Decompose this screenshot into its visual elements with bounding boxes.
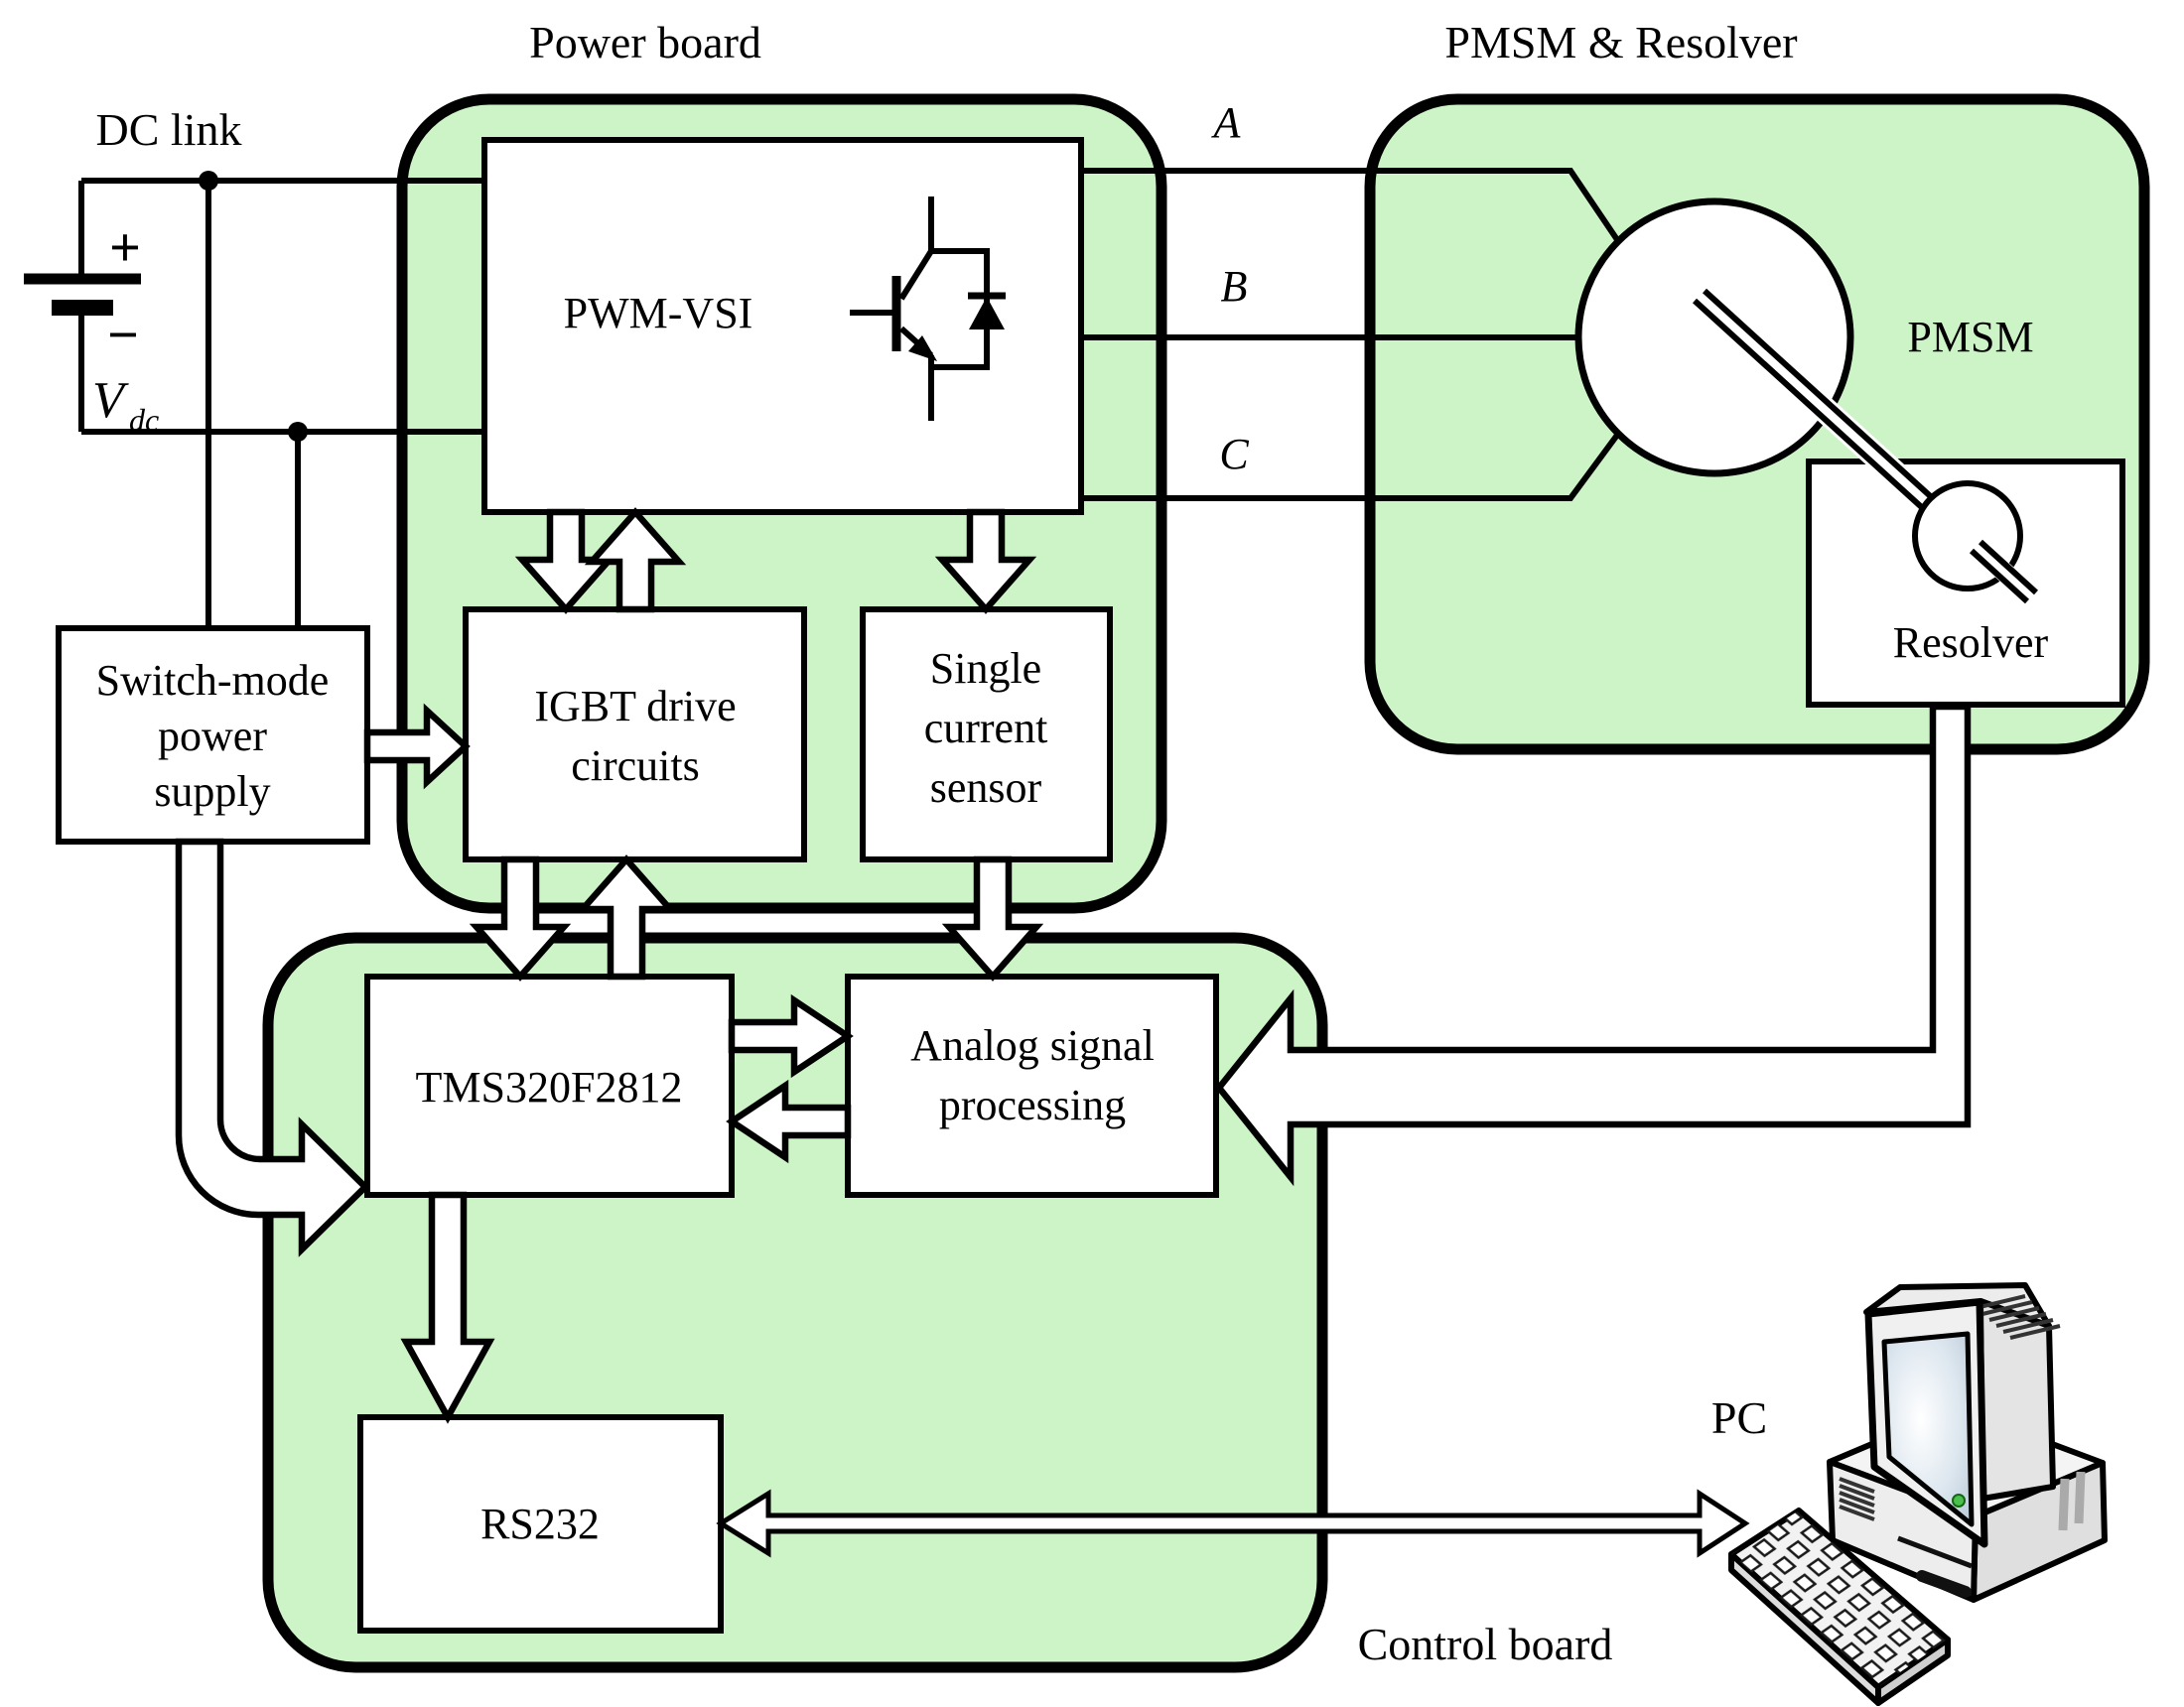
current-sensor-label-line1: Single bbox=[930, 644, 1041, 693]
igbt-with-antiparallel-diode-icon bbox=[850, 197, 1006, 421]
arrow-sensor-to-analog-down bbox=[941, 855, 1044, 982]
white-blocks bbox=[56, 137, 2125, 1634]
arrow-resolver-to-analog-channel bbox=[1214, 703, 1972, 1187]
igbt-emitter-arrowhead bbox=[908, 335, 937, 361]
vdc-label: V bbox=[92, 372, 129, 429]
dc-link-circuit bbox=[24, 178, 486, 628]
pmsm-stator-circle-icon bbox=[1574, 197, 1854, 477]
shaft-lower-line bbox=[1692, 298, 1940, 524]
stub-lower-line bbox=[1969, 548, 2030, 604]
analog-label-line2: processing bbox=[939, 1081, 1126, 1129]
arrow-rs232-pc-bidirectional bbox=[716, 1489, 1750, 1558]
pmsm-label: PMSM bbox=[1907, 313, 2033, 361]
battery-plus-label: + bbox=[109, 217, 141, 279]
arrow-smps-to-igbt-right bbox=[363, 703, 471, 790]
pc-floppy-slot bbox=[1897, 1535, 1973, 1569]
igbt-collector-diagonal bbox=[898, 249, 934, 301]
analog-label-line1: Analog signal bbox=[910, 1021, 1155, 1070]
stub-white-core bbox=[1969, 538, 2038, 604]
pc-cd-slot bbox=[1916, 1570, 1972, 1598]
pc-crt-vents bbox=[1975, 1294, 2061, 1340]
desktop-pc-icon bbox=[1728, 1282, 2108, 1706]
arrow-smps-to-dsp-bent bbox=[175, 838, 370, 1257]
smps-label-line2: power bbox=[158, 712, 267, 760]
dsp-box bbox=[364, 974, 735, 1198]
phase-c-label: C bbox=[1219, 430, 1249, 478]
arrow-dsp-to-rs232-down bbox=[400, 1191, 495, 1424]
analog-box bbox=[845, 974, 1219, 1198]
pc-keyboard-keys bbox=[1731, 1510, 1948, 1687]
igbt-drive-label-line1: IGBT drive bbox=[534, 682, 736, 730]
arrow-dsp-to-analog-right bbox=[728, 993, 854, 1079]
shaft-upper-line bbox=[1702, 288, 1950, 514]
arrow-pwm-to-sensor-down bbox=[934, 508, 1037, 614]
resolver-label: Resolver bbox=[1893, 618, 2049, 667]
phase-a-label: A bbox=[1211, 98, 1242, 147]
arrow-dsp-to-igbt-up bbox=[575, 854, 678, 981]
pc-monitor-screen bbox=[1881, 1331, 1975, 1527]
junction-dot-positive bbox=[199, 171, 218, 191]
smps-label-line3: supply bbox=[154, 767, 270, 816]
pwm-vsi-label: PWM-VSI bbox=[564, 289, 753, 337]
dsp-label: TMS320F2812 bbox=[416, 1063, 683, 1112]
phase-a-line bbox=[1081, 168, 1621, 243]
arrow-analog-to-dsp-left bbox=[726, 1079, 852, 1164]
pc-case-vent-bar-1 bbox=[2058, 1478, 2070, 1531]
rs232-label: RS232 bbox=[480, 1500, 600, 1548]
junction-dot-negative bbox=[288, 422, 308, 442]
arrow-pwm-to-igbt-down bbox=[514, 508, 617, 614]
pc-case-front-vents bbox=[1839, 1477, 1875, 1521]
dc-link-label: DC link bbox=[96, 104, 242, 155]
phase-b-label: B bbox=[1221, 262, 1248, 311]
phase-lines bbox=[1081, 168, 1621, 501]
stub-upper-line bbox=[1978, 539, 2039, 595]
phase-c-line bbox=[1081, 432, 1621, 501]
igbt-drive-box bbox=[463, 606, 807, 862]
igbt-drive-label-line2: circuits bbox=[571, 741, 700, 790]
control-board-label: Control board bbox=[1358, 1619, 1613, 1669]
vdc-subscript: dc bbox=[129, 402, 159, 438]
pc-power-led bbox=[1952, 1494, 1966, 1508]
battery-minus-label: − bbox=[107, 305, 139, 366]
smps-label-line1: Switch-mode bbox=[96, 656, 330, 705]
motor-shaft bbox=[1691, 286, 1951, 526]
pmsm-resolver-label: PMSM & Resolver bbox=[1444, 17, 1797, 67]
diode-triangle bbox=[969, 297, 1005, 329]
block-arrows bbox=[175, 507, 1972, 1558]
pc-label: PC bbox=[1711, 1392, 1767, 1443]
current-sensor-label-line3: sensor bbox=[930, 763, 1042, 812]
current-sensor-label-line2: current bbox=[924, 704, 1048, 752]
arrow-igbt-to-pwm-up bbox=[584, 507, 687, 613]
pc-case-vent-bar-2 bbox=[2074, 1471, 2086, 1524]
resolver-shaft-stub bbox=[1969, 538, 2039, 604]
arrow-igbt-to-dsp-down bbox=[469, 855, 572, 982]
power-board-label: Power board bbox=[529, 17, 761, 67]
shaft-white-core bbox=[1691, 286, 1951, 526]
current-sensor-box bbox=[860, 606, 1113, 862]
